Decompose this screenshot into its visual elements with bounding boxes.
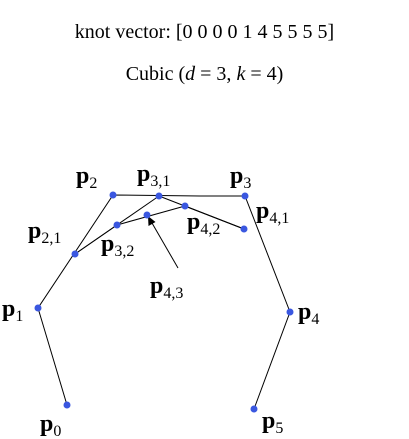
point-p5 <box>250 405 258 413</box>
point-p1 <box>34 304 42 312</box>
d-value: = 3, <box>195 63 237 85</box>
point-p0 <box>63 401 71 409</box>
point-p3 <box>241 192 249 200</box>
point-p21 <box>71 250 79 258</box>
cubic-prefix: Cubic ( <box>125 63 186 85</box>
k-value: = 4) <box>245 63 284 85</box>
k-variable: k <box>236 63 246 85</box>
point-p41 <box>240 225 248 233</box>
p43-arrow <box>148 216 179 269</box>
label-p32: p3,2 <box>101 231 134 260</box>
label-p0: p0 <box>40 411 61 439</box>
segment-p21-p32 <box>74 224 118 255</box>
knot-vector-title: knot vector: [0 0 0 0 1 4 5 5 5 5] <box>74 21 335 43</box>
label-p21: p2,1 <box>28 218 61 247</box>
label-p3: p3 <box>230 163 251 192</box>
point-p32 <box>113 221 121 229</box>
label-p43: p4,3 <box>150 273 183 302</box>
point-p31 <box>155 192 163 200</box>
point-p42 <box>181 202 189 210</box>
points <box>34 191 294 413</box>
polygon-lines <box>37 194 291 410</box>
segment-p42-p41 <box>184 205 245 230</box>
point-p2 <box>109 191 117 199</box>
point-p43 <box>143 211 151 219</box>
label-p31: p3,1 <box>137 161 170 190</box>
degree-order-title: Cubic (d = 3, k = 4) <box>0 62 409 86</box>
label-p2: p2 <box>76 163 97 192</box>
d-variable: d <box>185 63 196 85</box>
segment-p32-p42 <box>116 205 186 226</box>
control-polygon <box>37 194 291 410</box>
label-p42: p4,2 <box>187 209 220 238</box>
point-p4 <box>286 308 294 316</box>
label-p1: p1 <box>2 296 23 325</box>
label-p4: p4 <box>298 299 319 328</box>
label-p41: p4,1 <box>256 198 289 227</box>
label-p5: p5 <box>262 408 283 437</box>
